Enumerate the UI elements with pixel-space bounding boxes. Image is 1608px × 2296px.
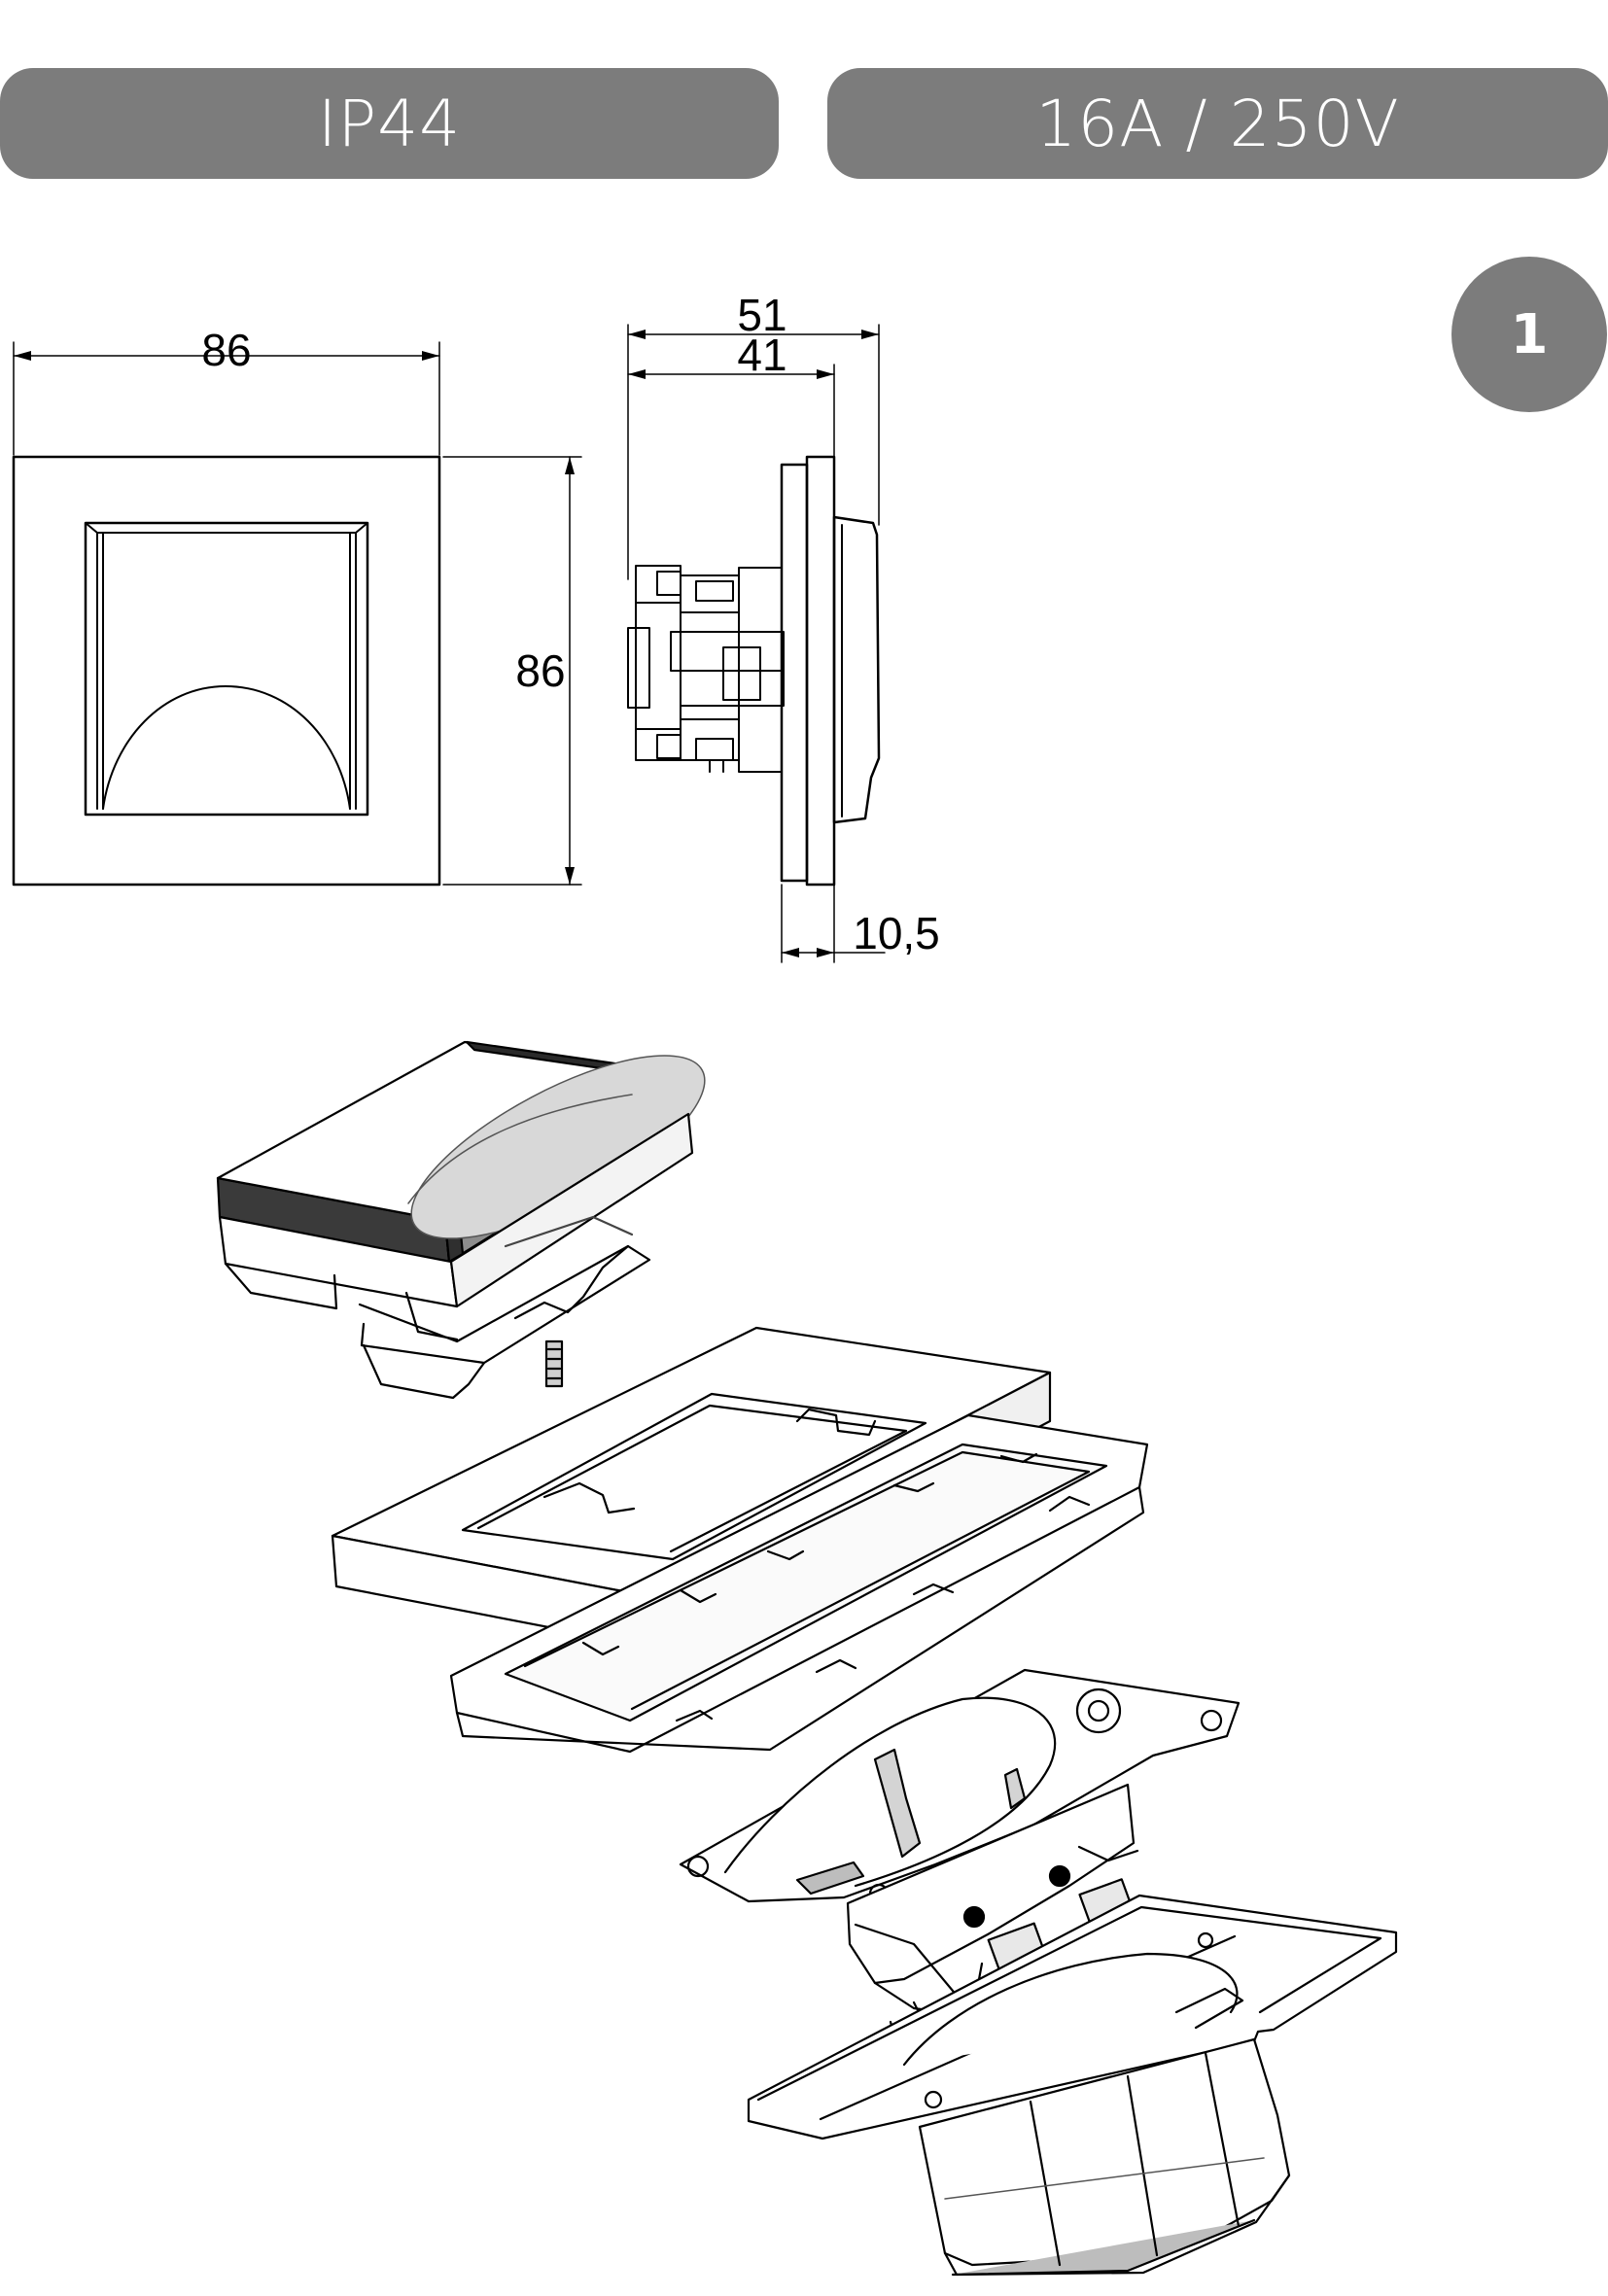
electrical-rating-label: 16A / 250V xyxy=(1035,86,1400,161)
side-view: 51 41 10,5 xyxy=(627,290,940,963)
electrical-rating-pill: 16A / 250V xyxy=(827,68,1608,179)
front-cover-outline xyxy=(84,521,369,817)
front-height-label: 86 xyxy=(515,645,565,696)
gasket xyxy=(747,1894,1398,2140)
front-cover-arc xyxy=(102,685,351,810)
figure-number: 1 xyxy=(1510,302,1549,366)
ip-rating-pill: IP44 xyxy=(0,68,779,179)
front-view: 86 86 xyxy=(12,325,582,887)
figure-number-badge: 1 xyxy=(1451,257,1607,412)
side-total-depth-label: 51 xyxy=(737,290,787,340)
front-frame-outline xyxy=(12,455,441,887)
side-frame-offset-label: 10,5 xyxy=(853,908,940,958)
cover-module xyxy=(216,1040,706,1400)
back-box xyxy=(918,2037,1291,2277)
exploded-view: ELKO xyxy=(216,1040,1398,2277)
socket-mechanism xyxy=(679,1668,1241,2072)
side-body-depth-label: 41 xyxy=(737,330,787,380)
front-width-label: 86 xyxy=(201,325,251,375)
mounting-frame xyxy=(449,1413,1149,1754)
ip-rating-label: IP44 xyxy=(317,86,462,161)
